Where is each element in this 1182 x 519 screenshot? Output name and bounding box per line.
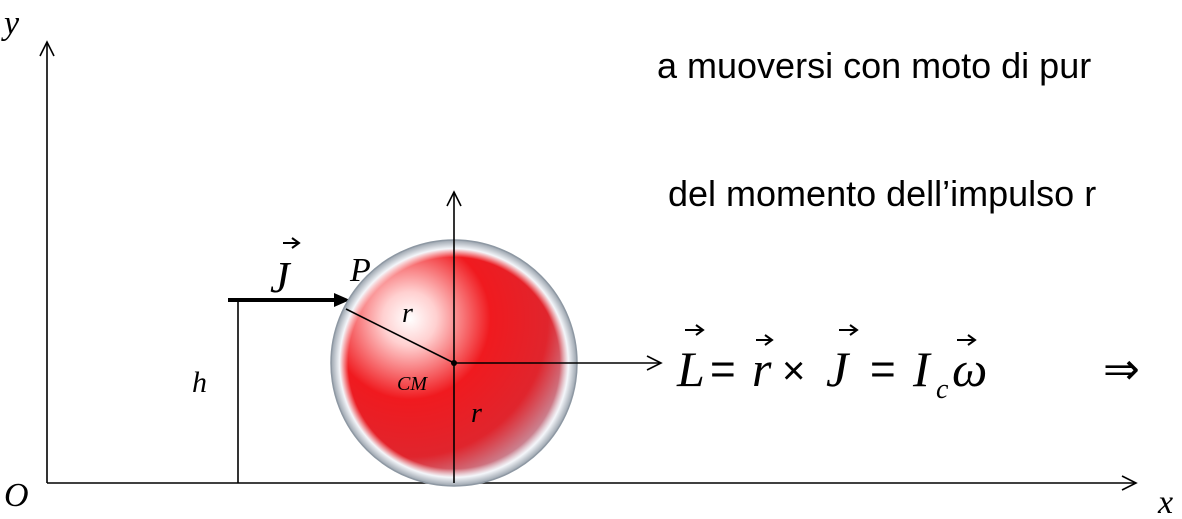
local-axes [446, 190, 663, 483]
y-axis-arrowhead [39, 40, 55, 57]
eq-r: r [752, 341, 772, 397]
local-vertical-arrowhead [446, 190, 462, 207]
x-axis-arrowhead [1121, 475, 1138, 491]
radius-label-upper: r [402, 298, 413, 329]
eq-l: L [676, 341, 705, 397]
point-p-label: P [349, 252, 371, 289]
text-line-1: a muoversi con moto di pur [657, 45, 1091, 86]
impulse-vector-arrow-icon [283, 237, 301, 249]
impulse-label: J [270, 253, 292, 302]
center-of-mass-dot [451, 360, 457, 366]
eq-omega: ω [952, 341, 987, 397]
angular-momentum-equation: L = r × J = I c ω ⇒ [676, 324, 1140, 405]
impulse-vector [228, 293, 350, 307]
vector-arrow-icon [839, 324, 859, 336]
radius-line-to-p [345, 308, 455, 364]
radius-label-lower: r [471, 398, 482, 429]
origin-label: O [4, 477, 29, 514]
eq-j: J [826, 341, 851, 397]
eq-equals-2: = [870, 345, 896, 394]
eq-times: × [782, 349, 805, 393]
vector-arrow-icon [685, 324, 705, 336]
eq-equals-1: = [710, 345, 736, 394]
height-label: h [192, 366, 207, 399]
local-horizontal-arrowhead [646, 355, 663, 371]
eq-subscript-c: c [936, 374, 949, 405]
text-line-2: del momento dell’impulso r [668, 173, 1096, 214]
eq-implies: ⇒ [1103, 345, 1140, 394]
y-axis-label: y [1, 5, 20, 42]
coordinate-axes [39, 40, 1138, 491]
eq-i: I [912, 341, 932, 397]
vector-arrow-icon [756, 334, 774, 346]
vector-arrow-icon [957, 334, 977, 346]
center-of-mass-label: CM [397, 373, 428, 395]
x-axis-label: x [1157, 484, 1173, 519]
